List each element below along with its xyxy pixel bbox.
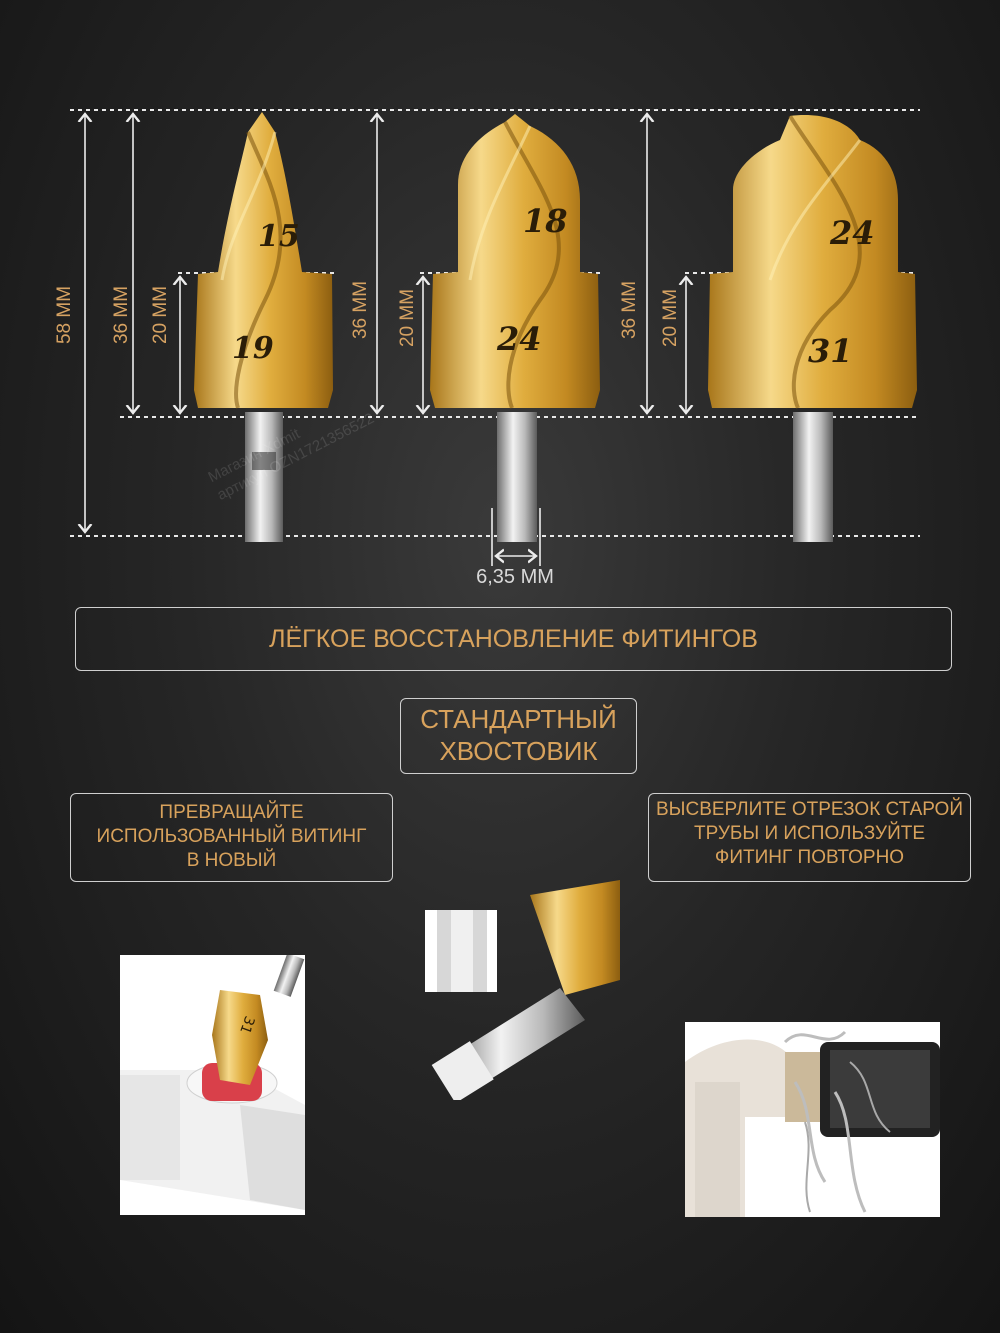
step-height-label-1: 20 ММ <box>150 286 171 344</box>
tee-fitting-photo: 31 <box>120 955 305 1215</box>
bit-height-label-2: 36 ММ <box>350 281 371 339</box>
drill-bit-1: 15 19 <box>194 112 333 542</box>
step-height-label-2: 20 ММ <box>397 289 418 347</box>
left-box-line-3: В НОВЫЙ <box>186 850 277 871</box>
drill-bit-2: 18 24 <box>430 114 600 542</box>
right-box-line-1: ВЫСВЕРЛИТЕ ОТРЕЗОК СТАРОЙ <box>656 799 963 820</box>
left-box-line-1: ПРЕВРАЩАЙТЕ <box>159 802 304 823</box>
dimension-diagram: 58 ММ 36 ММ 20 ММ 36 ММ 20 ММ 36 ММ 20 М… <box>54 109 920 566</box>
bit-1-small-size: 15 <box>258 219 300 254</box>
right-box-line-2: ТРУБЫ И ИСПОЛЬЗУЙТЕ <box>693 823 926 844</box>
drill-bit-3: 24 31 <box>708 114 917 542</box>
elbow-fitting-photo <box>685 1022 940 1217</box>
feature-banner: ЛЁГКОЕ ВОССТАНОВЛЕНИЕ ФИТИНГОВ <box>75 607 952 671</box>
total-height-label: 58 ММ <box>54 286 75 344</box>
fitting-bit-size: 31 <box>236 1014 257 1036</box>
bit-2-large-size: 24 <box>496 320 542 358</box>
bit-height-label-3: 36 ММ <box>619 281 640 339</box>
shank-width-label: 6,35 ММ <box>476 566 554 588</box>
reuse-fitting-box: ПРЕВРАЩАЙТЕ ИСПОЛЬЗОВАННЫЙ ВИТИНГ В НОВЫ… <box>70 793 393 882</box>
shank-box-line-2: ХВОСТОВИК <box>439 736 598 766</box>
step-height-label-3: 20 ММ <box>660 289 681 347</box>
bit-3-large-size: 31 <box>808 332 853 370</box>
right-box-line-3: ФИТИНГ ПОВТОРНО <box>714 847 905 868</box>
left-box-line-2: ИСПОЛЬЗОВАННЫЙ ВИТИНГ <box>96 826 367 847</box>
bit-3-small-size: 24 <box>829 214 875 252</box>
drill-out-pipe-box: ВЫСВЕРЛИТЕ ОТРЕЗОК СТАРОЙ ТРУБЫ И ИСПОЛЬ… <box>648 793 971 882</box>
bit-height-label-1: 36 ММ <box>111 286 132 344</box>
shank-box-line-1: СТАНДАРТНЫЙ <box>420 704 617 734</box>
hex-shank-photo <box>425 880 620 1100</box>
standard-shank-box: СТАНДАРТНЫЙ ХВОСТОВИК <box>400 698 637 774</box>
bit-1-large-size: 19 <box>232 331 274 366</box>
bit-2-small-size: 18 <box>523 202 568 240</box>
